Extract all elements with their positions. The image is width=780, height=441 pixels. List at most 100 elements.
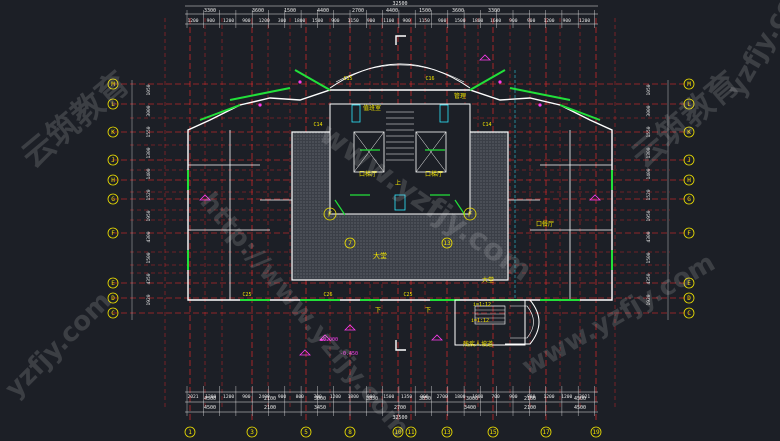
dim-left-8: 1500 [146,252,152,263]
axis-label-right-H: H [687,177,691,184]
axis-bubble-bottom-8 [344,426,356,438]
dim-top-r2-12: 900 [402,18,411,24]
dim-bottom-r1-14: 2700 [437,394,448,400]
axis-bubble-right-L [683,98,695,110]
axis-bubble-left-G [107,193,119,205]
dim-right-2: 1550 [646,126,652,137]
room-duty: 值班室 [363,104,381,112]
elevator-left [353,131,385,173]
dim-bottom-r1-18: 900 [509,394,518,400]
axis-bubble-bottom-1 [184,426,196,438]
core-block [329,103,471,215]
dim-top-r2-16: 1800 [472,18,483,24]
dim-bottom-r1-8: 1200 [330,394,341,400]
dim-bottom-r1-5: 900 [278,394,287,400]
dim-bottom-r3-6: 4500 [574,405,586,411]
level-marker-2 [479,54,491,61]
cyan-box-1 [439,104,449,123]
ramp-slope: i=1:12 [473,302,491,308]
door-0 [334,199,346,216]
window-arc-4 [199,104,241,121]
axis-label-left-E: E [111,280,115,287]
dim-top-r1-5: 4400 [386,8,398,14]
room-disabled-ramp: 残疾人坡道 [463,340,493,348]
dim-bottom-r1-11: 1500 [383,394,394,400]
dim-top-r2-9: 1150 [348,18,359,24]
ramp-curve [505,299,540,345]
axis-label-left-G: G [111,196,115,203]
dim-right-6: 1950 [646,210,652,221]
axis-label-bottom-8: 8 [348,429,352,436]
dim-top-r2-4: 1200 [259,18,270,24]
axis-label-right-J: J [687,157,691,164]
axis-bubble-left-C [107,307,119,319]
level-top: ±0.000 [320,337,338,343]
axis-label-right-D: D [687,295,691,302]
axis-label-left-L: L [111,101,115,108]
dim-bottom-r2-0: 4500 [204,396,216,402]
dim-top-r1-7: 3600 [452,8,464,14]
ramp-slope-2: i=1:12 [471,318,489,324]
stair-down-label: 下 [375,307,381,314]
dim-top-r2-13: 1150 [419,18,430,24]
window-arc-3 [509,87,571,101]
axis-bubble-right-G [683,193,695,205]
axis-bubble-bottom-19 [590,426,602,438]
dim-bottom-r3-1: 2100 [264,405,276,411]
dim-top-r2-19: 900 [527,18,536,24]
dim-bottom-r1-4: 2400 [259,394,270,400]
dim-bottom-r1-10: 900 [367,394,376,400]
dim-right-0: 1050 [646,84,652,95]
dim-top-r2-17: 1600 [490,18,501,24]
dim-top-r2-10: 900 [367,18,376,24]
axis-label-left-C: C [111,310,115,317]
dim-right-5: 1520 [646,189,652,200]
axis-bubble-bottom-13 [441,426,453,438]
dim-bottom-r2-2: 3000 [314,396,326,402]
dim-bottom-r1-6: 800 [296,394,305,400]
dim-bottom-r3-5: 2100 [524,405,536,411]
level-marker-0 [319,334,331,341]
axis-bubble-left-E [107,277,119,289]
stair-up-label: 上 [395,179,401,187]
axis-bubble-left-J [107,154,119,166]
dim-bottom-r2-3: 3850 [366,396,378,402]
axis-label-bottom-1: 1 [188,429,192,436]
dim-top-r1-4: 2700 [352,8,364,14]
dim-left-1: 3000 [146,105,152,116]
level-marker-3 [199,194,211,201]
dim-top-r2-21: 900 [563,18,572,24]
dim-top-r2-3: 900 [242,18,251,24]
axis-bubble-right-H [683,174,695,186]
window-tag-0: C15 [343,76,352,82]
window-arc-2 [229,87,291,101]
dim-top-r1-3: 4400 [317,8,329,14]
zone-num-label-1: 13 [443,240,451,247]
dim-bottom-r2-6: 2100 [524,396,536,402]
axis-label-bottom-3: 3 [250,429,254,436]
dim-top-r2-1: 900 [207,18,216,24]
axis-label-left-H: H [111,177,115,184]
dim-bottom-r3-3: 2700 [394,405,406,411]
axis-bubble-right-D [683,292,695,304]
dim-top-r2-14: 900 [438,18,447,24]
dim-left-4: 1400 [146,168,152,179]
dim-top-r2-2: 1200 [223,18,234,24]
axis-label-left-M: M [111,81,115,88]
dim-bottom-r1-15: 1800 [454,394,465,400]
dim-top-r1-0: 3300 [204,8,216,14]
window-tag-2: C14 [313,122,322,128]
magenta-dot-1 [498,80,502,84]
dim-bottom-r1-22: 2021 [579,394,590,400]
dim-left-2: 1550 [146,126,152,137]
cyan-box-0 [351,104,361,123]
axis-bubble-left-M [107,78,119,90]
level-marker-1 [299,349,311,356]
dim-top-r2-0: 1200 [187,18,198,24]
window-tag-6: C25 [242,292,251,298]
axis-bubble-right-E [683,277,695,289]
axis-label-bottom-19: 19 [592,429,600,436]
zone-num-circle-0 [344,237,356,249]
section-mark-top [395,35,406,45]
axis-bubble-left-D [107,292,119,304]
